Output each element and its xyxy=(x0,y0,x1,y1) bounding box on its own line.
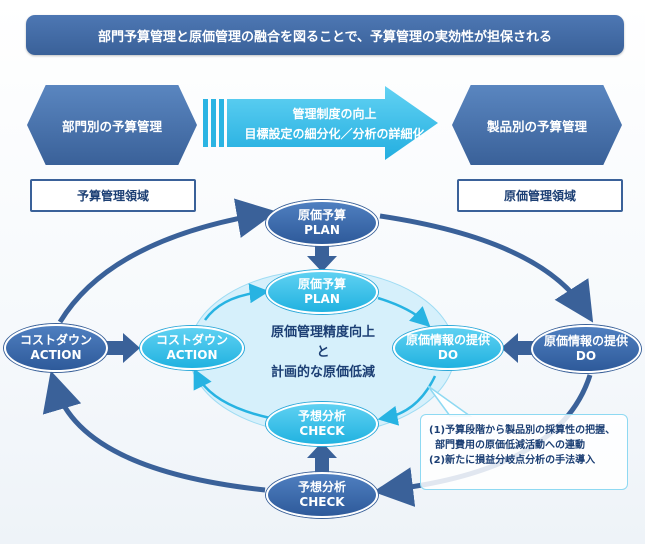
inner-action-node: コストダウン ACTION xyxy=(140,326,244,370)
inner-check-phase: CHECK xyxy=(299,424,345,438)
note-pointer xyxy=(427,385,473,417)
outer-check-node: 予想分析 CHECK xyxy=(266,472,378,518)
outer-plan-phase: PLAN xyxy=(304,223,340,237)
cost-domain-label: 原価管理領域 xyxy=(457,179,623,212)
note-line2: 部門費用の原価低減活動への連動 xyxy=(435,440,585,451)
outer-check-title: 予想分析 xyxy=(297,480,346,494)
inner-do-node: 原価情報の提供 DO xyxy=(393,326,503,370)
outer-plan-node: 原価予算 PLAN xyxy=(266,200,378,246)
inner-plan-node: 原価予算 PLAN xyxy=(266,270,378,314)
inner-cycle-arrows xyxy=(193,283,437,426)
outer-plan-title: 原価予算 xyxy=(297,208,346,222)
action-right-arrow xyxy=(105,333,140,363)
outer-do-title: 原価情報の提供 xyxy=(543,334,628,348)
plan-down-arrow xyxy=(307,242,337,272)
inner-plan-phase: PLAN xyxy=(304,292,340,306)
outer-do-node: 原価情報の提供 DO xyxy=(531,325,641,373)
inner-do-phase: DO xyxy=(437,348,459,362)
inner-plan-title: 原価予算 xyxy=(297,277,346,291)
check-up-arrow xyxy=(307,442,337,474)
outer-action-phase: ACTION xyxy=(30,348,82,362)
center-goal-text: 原価管理精度向上 と 計画的な原価低減 xyxy=(248,323,398,383)
product-budget-hexagon: 製品別の予算管理 xyxy=(452,85,622,165)
center-line3: 計画的な原価低減 xyxy=(270,365,375,380)
arrow-label-line2: 目標設定の細分化／分析の詳細化 xyxy=(244,127,425,141)
inner-action-phase: ACTION xyxy=(166,348,218,362)
center-line2: と xyxy=(316,345,330,360)
headline-banner: 部門予算管理と原価管理の融合を図ることで、予算管理の実効性が担保される xyxy=(26,15,624,55)
measures-callout: (1)予算段階から製品別の採算性の把握、 部門費用の原価低減活動への連動 (2)… xyxy=(420,414,628,490)
note-line1: (1)予算段階から製品別の採算性の把握、 xyxy=(429,425,616,436)
outer-check-phase: CHECK xyxy=(299,495,345,509)
budget-domain-label: 予算管理領域 xyxy=(30,179,196,212)
improvement-arrow xyxy=(203,86,438,160)
dept-budget-hexagon: 部門別の予算管理 xyxy=(27,85,197,165)
inner-action-title: コストダウン xyxy=(155,333,228,347)
improvement-arrow-label: 管理制度の向上 目標設定の細分化／分析の詳細化 xyxy=(232,104,437,144)
arrow-label-line1: 管理制度の向上 xyxy=(292,107,377,121)
inner-check-title: 予想分析 xyxy=(297,409,346,423)
outer-do-phase: DO xyxy=(575,349,597,363)
outer-action-node: コストダウン ACTION xyxy=(4,324,108,372)
center-line1: 原価管理精度向上 xyxy=(270,325,375,340)
outer-action-title: コストダウン xyxy=(19,333,92,347)
note-line3: (2)新たに損益分岐点分析の手法導入 xyxy=(429,455,596,466)
inner-do-title: 原価情報の提供 xyxy=(405,333,490,347)
inner-check-node: 予想分析 CHECK xyxy=(266,402,378,446)
